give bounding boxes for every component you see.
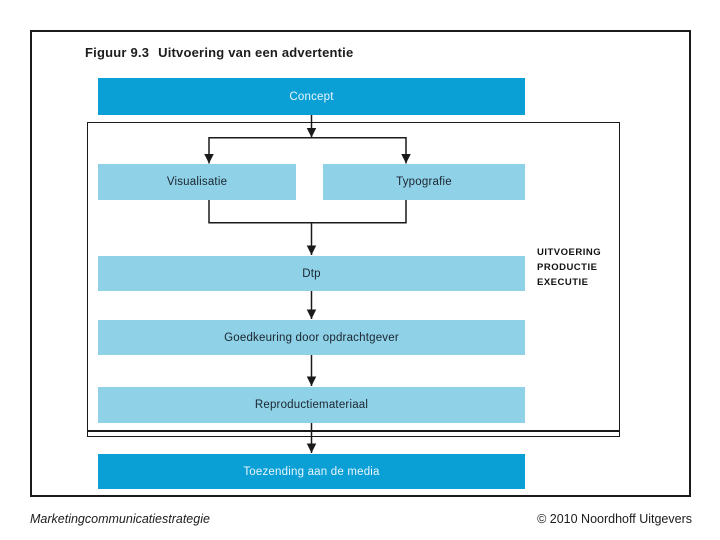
figure-caption: Uitvoering van een advertentie xyxy=(158,45,354,60)
node-toezending-label: Toezending aan de media xyxy=(243,465,380,478)
node-reproductiemateriaal-label: Reproductiemateriaal xyxy=(254,399,369,411)
production-side-label: UITVOERING PRODUCTIE EXECUTIE xyxy=(537,245,617,290)
footer-book-title: Marketingcommunicatiestrategie xyxy=(30,512,210,526)
node-visualisatie-label: Visualisatie xyxy=(166,176,228,188)
node-reproductiemateriaal: Reproductiemateriaal xyxy=(98,387,525,423)
node-visualisatie: Visualisatie xyxy=(98,164,296,200)
node-goedkeuring: Goedkeuring door opdrachtgever xyxy=(98,320,525,355)
side-label-line-3: EXECUTIE xyxy=(537,277,589,288)
production-frame xyxy=(87,122,620,437)
side-label-line-2: PRODUCTIE xyxy=(537,262,598,273)
node-dtp-label: Dtp xyxy=(302,267,321,280)
node-typografie-label: Typografie xyxy=(396,176,452,188)
figure-number: Figuur 9.3 xyxy=(85,45,150,60)
footer-copyright: © 2010 Noordhoff Uitgevers xyxy=(537,512,692,526)
node-dtp: Dtp xyxy=(98,256,525,291)
node-toezending: Toezending aan de media xyxy=(98,454,525,489)
node-goedkeuring-label: Goedkeuring door opdrachtgever xyxy=(224,331,399,344)
node-typografie: Typografie xyxy=(323,164,525,200)
figure-title: Figuur 9.3 Uitvoering van een advertentie xyxy=(85,45,353,60)
node-concept: Concept xyxy=(98,78,525,115)
side-label-line-1: UITVOERING xyxy=(537,247,602,258)
production-frame-bottom-rule xyxy=(87,430,620,432)
node-concept-label: Concept xyxy=(289,90,334,103)
